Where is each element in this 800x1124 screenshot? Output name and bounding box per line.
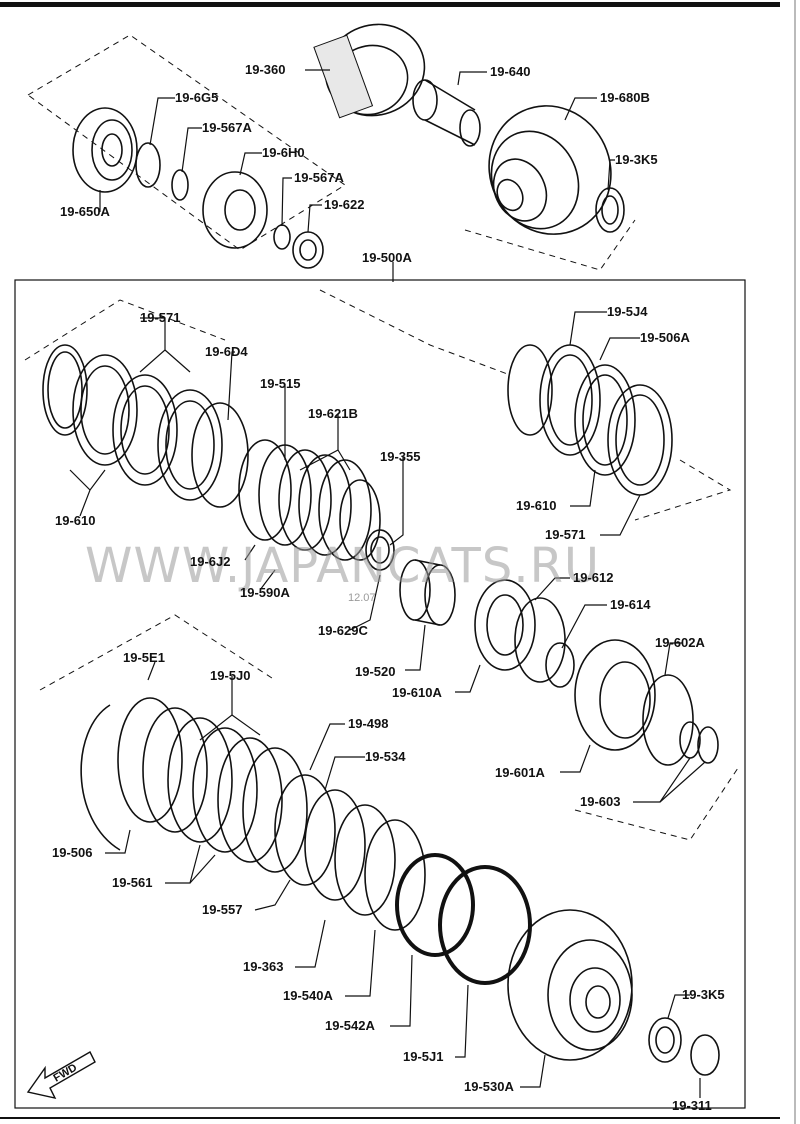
watermark: WWW.JAPANCATS.RU <box>85 538 600 594</box>
label-19-6J2[interactable]: 19-6J2 <box>190 554 230 569</box>
fwd-label: FWD <box>52 1062 80 1085</box>
dashed-group-bottom-left <box>39 614 276 691</box>
part-19-5J1-ring <box>438 865 532 985</box>
label-19-506A[interactable]: 19-506A <box>640 330 690 345</box>
part-19-3K5-bearing-top <box>595 187 625 233</box>
label-19-610-right[interactable]: 19-610 <box>516 498 556 513</box>
dashed-group-mid-right <box>634 459 732 521</box>
label-19-621B[interactable]: 19-621B <box>308 406 358 421</box>
label-19-311[interactable]: 19-311 <box>672 1098 712 1113</box>
part-19-610A-piston <box>474 579 566 683</box>
label-19-6H0[interactable]: 19-6H0 <box>262 145 305 160</box>
label-19-602A[interactable]: 19-602A <box>655 635 705 650</box>
part-19-360-band <box>313 23 426 119</box>
label-19-6D4[interactable]: 19-6D4 <box>205 344 248 359</box>
part-19-571-rings-left <box>42 344 249 508</box>
label-19-5J1[interactable]: 19-5J1 <box>403 1049 443 1064</box>
label-19-629C[interactable]: 19-629C <box>318 623 368 638</box>
part-19-603-seals <box>679 721 719 764</box>
label-19-540A[interactable]: 19-540A <box>283 988 333 1003</box>
label-19-612[interactable]: 19-612 <box>573 570 613 585</box>
label-19-610-left[interactable]: 19-610 <box>55 513 95 528</box>
label-19-506[interactable]: 19-506 <box>52 845 92 860</box>
part-19-680B-drum <box>488 105 612 235</box>
label-19-590A[interactable]: 19-590A <box>240 585 290 600</box>
label-19-567A-2[interactable]: 19-567A <box>294 170 344 185</box>
label-19-6G5[interactable]: 19-6G5 <box>175 90 218 105</box>
fwd-arrow-icon: FWD <box>26 1051 96 1100</box>
dashed-group-500A <box>319 289 511 376</box>
label-19-610A[interactable]: 19-610A <box>392 685 442 700</box>
label-19-561[interactable]: 19-561 <box>112 875 152 890</box>
part-19-621B-plates <box>238 439 381 561</box>
label-19-542A[interactable]: 19-542A <box>325 1018 375 1033</box>
part-19-640-shaft <box>412 79 481 147</box>
label-19-601A[interactable]: 19-601A <box>495 765 545 780</box>
part-19-614-seal <box>545 642 575 688</box>
part-19-567A-washer-mid <box>273 224 291 250</box>
label-19-614[interactable]: 19-614 <box>610 597 651 612</box>
label-19-3K5-top[interactable]: 19-3K5 <box>615 152 658 167</box>
label-19-534[interactable]: 19-534 <box>365 749 406 764</box>
label-19-5J0[interactable]: 19-5J0 <box>210 668 250 683</box>
part-19-6G5-washer <box>135 142 161 188</box>
part-19-650A-gear <box>72 107 138 193</box>
part-19-311-washer <box>690 1034 720 1076</box>
label-19-5J4[interactable]: 19-5J4 <box>607 304 648 319</box>
assembly-box-19-500A <box>14 279 746 1109</box>
part-19-6H0-gear <box>202 171 268 249</box>
leader-lines <box>69 69 706 1098</box>
label-19-363[interactable]: 19-363 <box>243 959 283 974</box>
label-19-5E1[interactable]: 19-5E1 <box>123 650 165 665</box>
label-19-622[interactable]: 19-622 <box>324 197 364 212</box>
label-19-680B[interactable]: 19-680B <box>600 90 650 105</box>
part-19-567A-washer-top <box>171 169 189 201</box>
watermark-code: 12.07 <box>348 592 376 604</box>
label-19-557[interactable]: 19-557 <box>202 902 242 917</box>
part-19-3K5-bearing-bottom <box>648 1017 682 1063</box>
label-19-571-left[interactable]: 19-571 <box>140 310 180 325</box>
part-19-506-snap-ring <box>80 704 121 851</box>
part-19-601A-drum <box>574 639 694 766</box>
label-19-3K5-bottom[interactable]: 19-3K5 <box>682 987 725 1002</box>
label-19-571-right[interactable]: 19-571 <box>545 527 585 542</box>
part-19-520-roller-bearing <box>399 559 456 626</box>
part-19-530A-drum <box>507 909 633 1061</box>
label-19-640[interactable]: 19-640 <box>490 64 530 79</box>
label-19-500A[interactable]: 19-500A <box>362 250 412 265</box>
label-19-498[interactable]: 19-498 <box>348 716 388 731</box>
part-19-622-bearing <box>292 231 324 269</box>
part-19-542A-ring <box>395 853 475 957</box>
top-border-bar <box>0 2 780 7</box>
label-19-355[interactable]: 19-355 <box>380 449 420 464</box>
dashed-group-top-left <box>27 34 346 251</box>
label-19-520[interactable]: 19-520 <box>355 664 395 679</box>
part-19-534-rings <box>274 774 426 931</box>
part-19-506A-rings-right <box>507 344 673 496</box>
label-19-530A[interactable]: 19-530A <box>464 1079 514 1094</box>
label-19-650A[interactable]: 19-650A <box>60 204 110 219</box>
label-19-603[interactable]: 19-603 <box>580 794 620 809</box>
label-19-515[interactable]: 19-515 <box>260 376 300 391</box>
dashed-group-top-right <box>464 219 636 271</box>
label-19-567A-1[interactable]: 19-567A <box>202 120 252 135</box>
dashed-group-bottom-right <box>574 764 741 841</box>
label-19-360[interactable]: 19-360 <box>245 62 285 77</box>
part-19-355-spring <box>365 529 395 571</box>
part-19-561-clutch-pack <box>117 697 308 873</box>
dashed-group-mid-left <box>24 299 226 361</box>
